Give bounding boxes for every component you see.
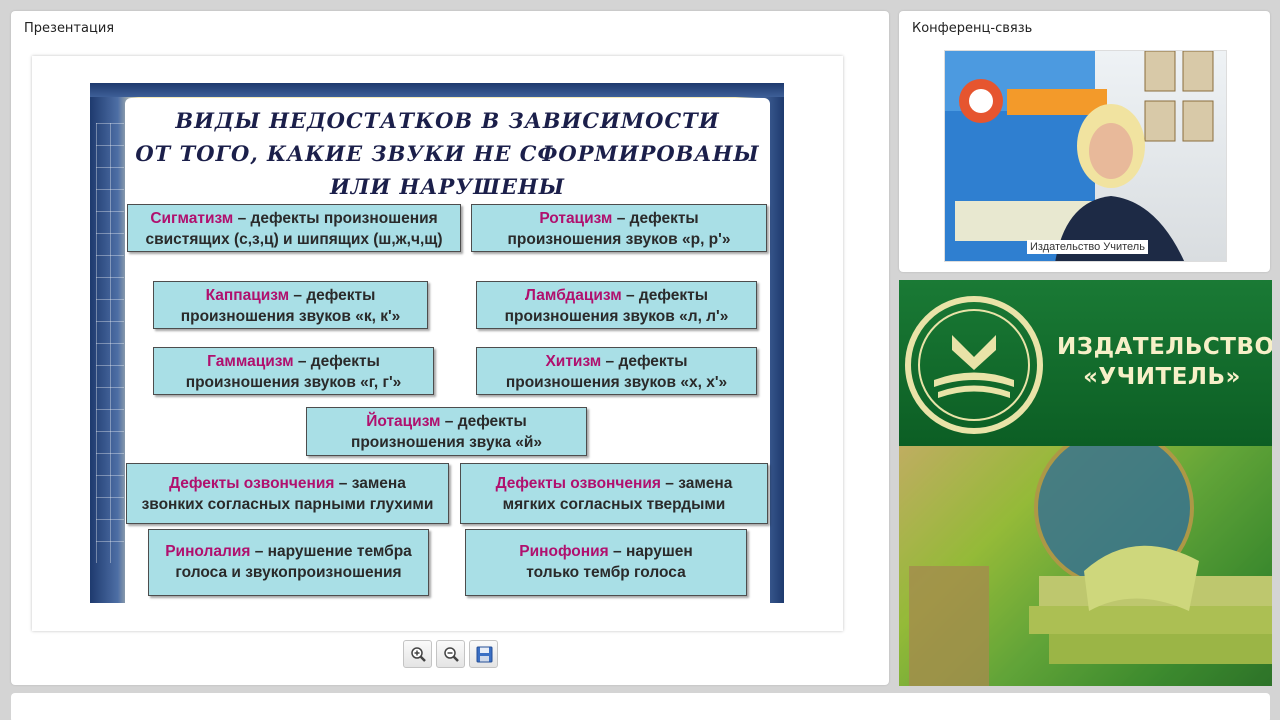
box-text: произношения звука «й» [350,434,543,451]
zoom-out-icon [444,647,459,662]
publisher-logo [905,296,1043,434]
box-term: Каппацизм [205,287,290,304]
box-term: Ринофония [519,543,609,560]
video-scene-image [945,51,1214,261]
box-term: Дефекты озвончения [495,475,661,492]
conference-panel: Конференц-связь Издательство Учитель [899,11,1270,272]
box-term: Йотацизм [366,413,441,430]
box-term: Дефекты озвончения [169,475,335,492]
presentation-panel: Презентация ВИДЫ НЕДОСТАТКОВ В ЗАВИСИМОС… [11,11,889,685]
box-text: свистящих (с,з,ц) и шипящих (ш,ж,ч,щ) [145,231,443,248]
box-kappacism: Каппацизм – дефекты произношения звуков … [153,281,428,329]
box-text: – дефекты [440,413,527,430]
box-text: – замена [660,475,733,492]
box-text: голоса и звукопроизношения [175,564,402,581]
slide-decoration [96,123,124,563]
box-text: – дефекты [612,210,699,227]
box-lambdacism: Ламбдацизм – дефекты произношения звуков… [476,281,757,329]
box-text: произношения звуков «к, к'» [180,308,401,325]
video-feed[interactable]: Издательство Учитель [944,50,1227,262]
box-voicing-defects-2: Дефекты озвончения – замена мягких согла… [460,463,768,524]
box-gammacism: Гаммацизм – дефекты произношения звуков … [153,347,434,395]
bottom-panel [11,693,1270,720]
box-rotacism: Ротацизм – дефекты произношения звуков «… [471,204,767,252]
box-text: – дефекты [621,287,708,304]
slide-viewer: ВИДЫ НЕДОСТАТКОВ В ЗАВИСИМОСТИ ОТ ТОГО, … [32,56,843,631]
box-voicing-defects-1: Дефекты озвончения – замена звонких согл… [126,463,449,524]
box-text: мягких согласных твердыми [502,496,726,513]
box-rhinolalia: Ринолалия – нарушение тембра голоса и зв… [148,529,429,596]
save-icon [476,646,493,663]
slide-title: ВИДЫ НЕДОСТАТКОВ В ЗАВИСИМОСТИ ОТ ТОГО, … [125,104,770,203]
box-term: Гаммацизм [207,353,294,370]
box-jotacism: Йотацизм – дефекты произношения звука «й… [306,407,587,456]
box-text: – дефекты [601,353,688,370]
box-rhinophonia: Ринофония – нарушен только тембр голоса [465,529,747,596]
box-text: – дефекты произношения [233,210,438,227]
box-text: произношения звуков «л, л'» [504,308,729,325]
banner-title-line: «УЧИТЕЛЬ» [1083,364,1241,390]
box-text: – дефекты [293,353,380,370]
banner-title-line: ИЗДАТЕЛЬСТВО [1057,334,1272,360]
books-globe-image [899,428,1272,686]
box-sigmatism: Сигматизм – дефекты произношения свистящ… [127,204,461,252]
zoom-in-icon [411,647,426,662]
box-text: произношения звуков «х, х'» [505,374,728,391]
box-text: – нарушение тембра [250,543,412,560]
box-text: – нарушен [608,543,693,560]
publisher-banner: ИЗДАТЕЛЬСТВО «УЧИТЕЛЬ» [899,280,1272,686]
box-text: произношения звуков «г, г'» [185,374,402,391]
zoom-out-button[interactable] [436,640,465,668]
slide-content: ВИДЫ НЕДОСТАТКОВ В ЗАВИСИМОСТИ ОТ ТОГО, … [125,98,770,603]
slide: ВИДЫ НЕДОСТАТКОВ В ЗАВИСИМОСТИ ОТ ТОГО, … [90,83,784,603]
participant-name: Издательство Учитель [1027,240,1148,254]
presentation-panel-title: Презентация [24,21,115,36]
box-text: произношения звуков «р, р'» [507,231,731,248]
box-text: звонких согласных парными глухими [141,496,434,513]
save-button[interactable] [469,640,498,668]
box-hitism: Хитизм – дефекты произношения звуков «х,… [476,347,757,395]
box-text: – дефекты [289,287,376,304]
slide-toolbar [403,640,498,668]
box-term: Ламбдацизм [525,287,622,304]
slide-title-line: ОТ ТОГО, КАКИЕ ЗВУКИ НЕ СФОРМИРОВАНЫ [135,141,760,166]
banner-title: ИЗДАТЕЛЬСТВО «УЧИТЕЛЬ» [1057,332,1272,392]
box-term: Хитизм [545,353,602,370]
box-term: Ротацизм [539,210,613,227]
banner-photo [899,428,1272,686]
conference-panel-title: Конференц-связь [912,21,1033,36]
slide-title-line: ИЛИ НАРУШЕНЫ [329,174,566,199]
box-term: Сигматизм [150,210,234,227]
box-text: только тембр голоса [526,564,686,581]
box-term: Ринолалия [165,543,251,560]
box-text: – замена [334,475,406,492]
slide-title-line: ВИДЫ НЕДОСТАТКОВ В ЗАВИСИМОСТИ [175,108,720,133]
banner-header: ИЗДАТЕЛЬСТВО «УЧИТЕЛЬ» [899,280,1272,446]
zoom-in-button[interactable] [403,640,432,668]
